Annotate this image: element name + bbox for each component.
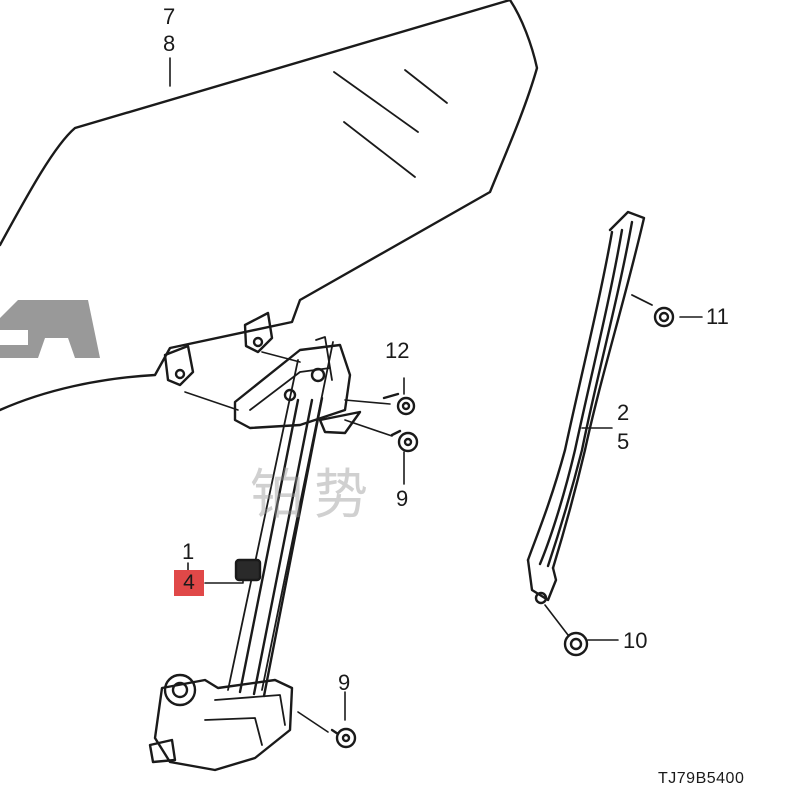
regulator-motor [148,673,294,772]
callout-2: 2 [617,400,630,425]
glass-mounting-tab-left [163,344,195,387]
callout-1: 1 [182,539,195,564]
bolt-9-lower [330,727,357,749]
window-regulator [227,341,334,698]
callout-4-highlighted: 4 [174,570,204,596]
callout-12: 12 [385,338,410,363]
emblem-fragment [0,300,100,358]
nut-10 [563,631,589,657]
callout-5: 5 [617,429,630,454]
glass-run-channel [526,210,646,605]
callout-10: 10 [623,628,648,653]
bolt-12 [382,392,416,416]
regulator-slider [234,558,262,582]
watermark: 铂势 [250,463,378,526]
callout-9-upper: 9 [396,486,409,511]
bolt-9-upper [390,429,419,453]
callout-9-lower: 9 [338,670,351,695]
diagram-code: TJ79B5400 [658,770,745,787]
nut-11 [631,294,675,328]
callout-11: 11 [706,304,729,329]
regulator-upper-bracket [233,336,362,435]
callout-8: 8 [163,31,176,56]
glass-mounting-tab-right [243,311,274,354]
callout-7: 7 [163,4,176,29]
door-glass [0,0,539,412]
